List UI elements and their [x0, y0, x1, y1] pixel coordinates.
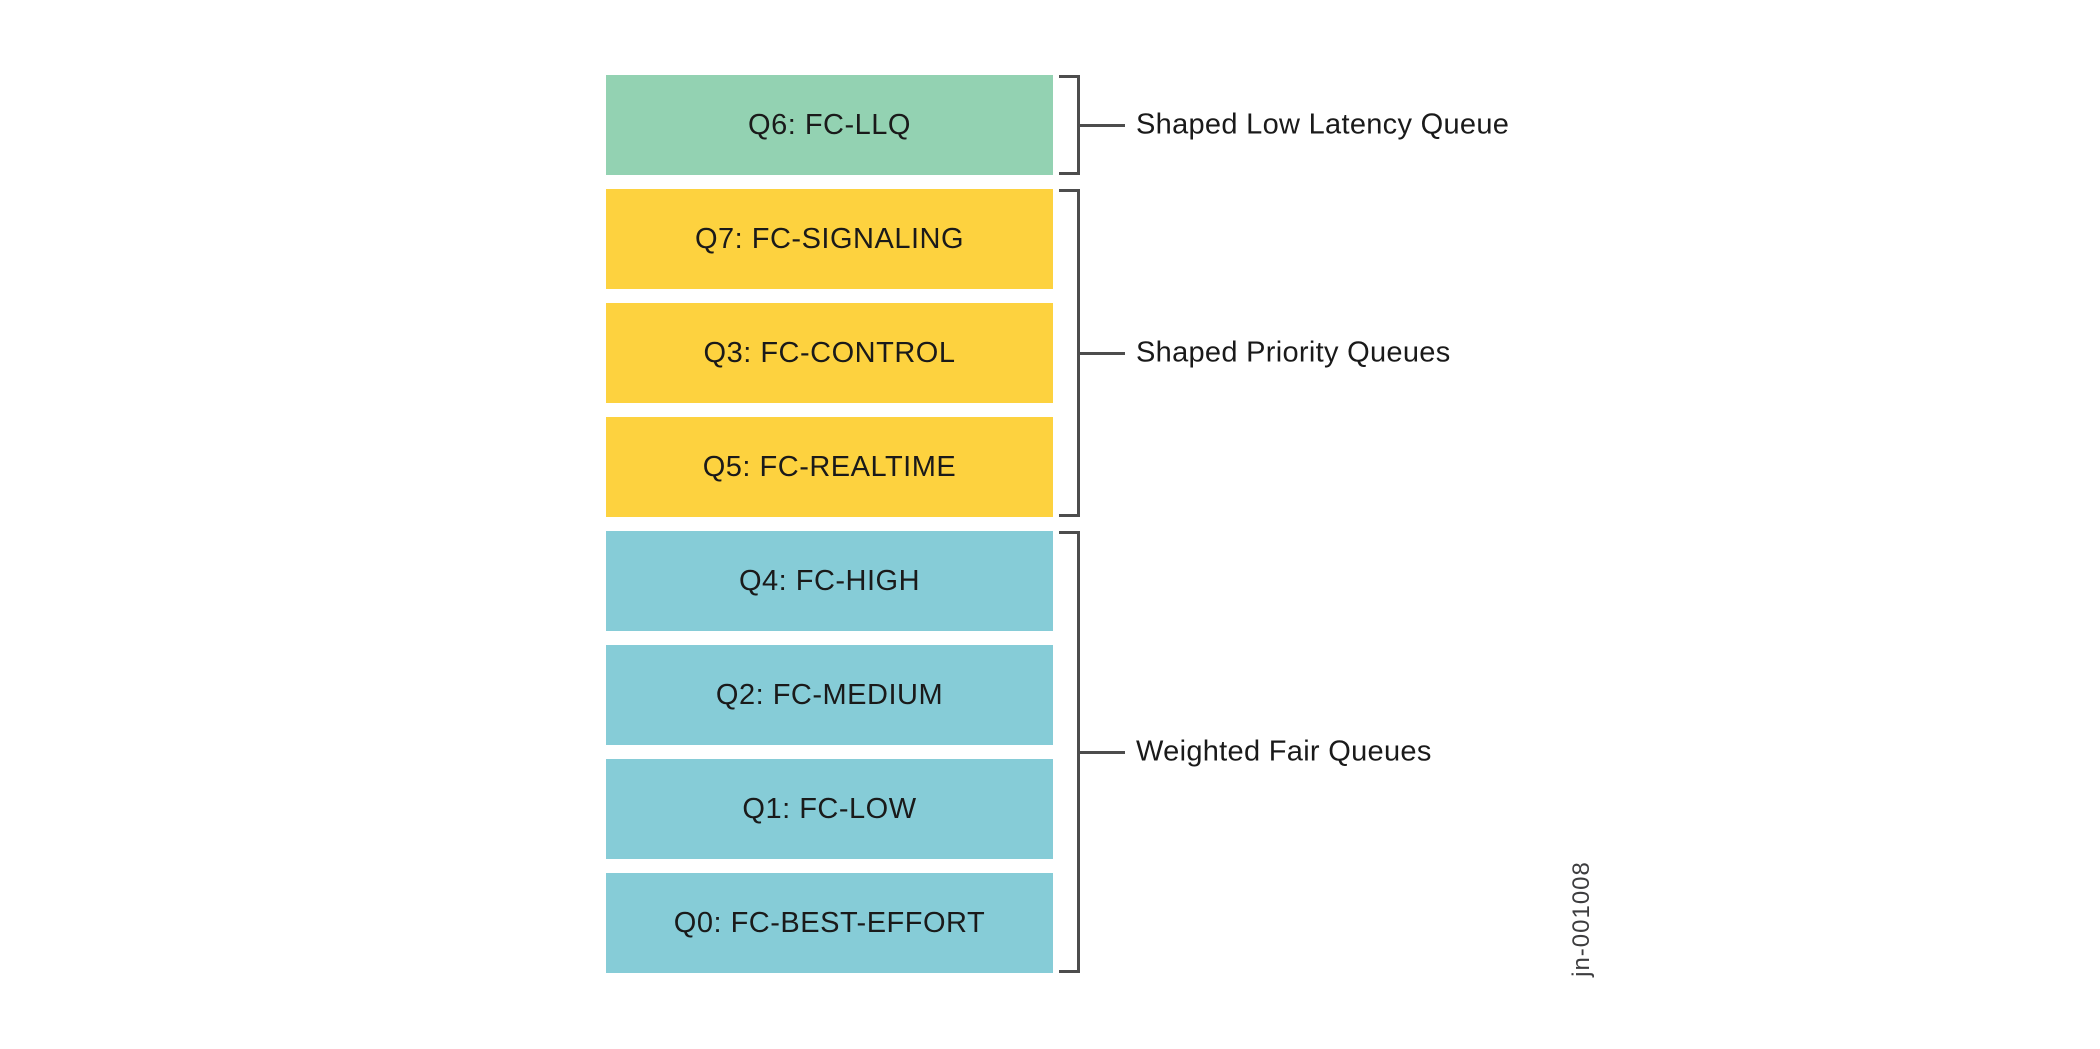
bracket-shaped-priority [1059, 189, 1080, 517]
queue-box-q6-fc-llq: Q6: FC-LLQ [606, 75, 1053, 175]
group-label-shaped-priority-queues: Shaped Priority Queues [1136, 336, 1451, 369]
queue-box-q0-fc-best-effort: Q0: FC-BEST-EFFORT [606, 873, 1053, 973]
figure-id-watermark: jn-001008 [1568, 861, 1595, 977]
queue-box-q5-fc-realtime: Q5: FC-REALTIME [606, 417, 1053, 517]
group-label-shaped-low-latency-queue: Shaped Low Latency Queue [1136, 108, 1510, 141]
bracket-weighted-fair [1059, 531, 1080, 973]
bracket-shaped-priority-connector-line [1079, 352, 1125, 355]
queue-box-q3-fc-control: Q3: FC-CONTROL [606, 303, 1053, 403]
queue-box-q4-fc-high: Q4: FC-HIGH [606, 531, 1053, 631]
queue-box-q2-fc-medium: Q2: FC-MEDIUM [606, 645, 1053, 745]
bracket-shaped-llq [1059, 75, 1080, 175]
queue-box-q7-fc-signaling: Q7: FC-SIGNALING [606, 189, 1053, 289]
bracket-shaped-llq-connector-line [1079, 124, 1125, 127]
bracket-weighted-fair-connector-line [1079, 751, 1125, 754]
group-label-weighted-fair-queues: Weighted Fair Queues [1136, 735, 1432, 768]
queue-box-q1-fc-low: Q1: FC-LOW [606, 759, 1053, 859]
